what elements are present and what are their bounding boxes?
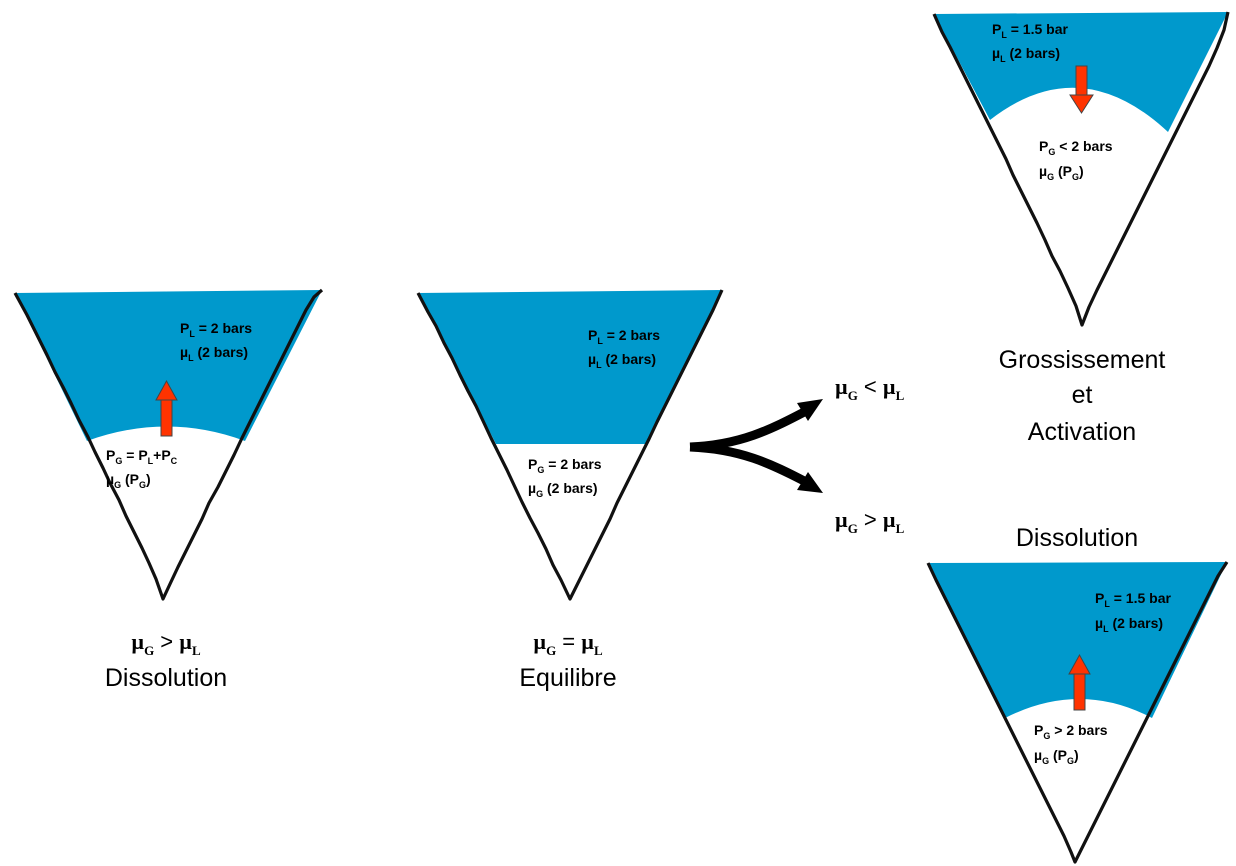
caption-potential-left: µG > µL <box>131 629 201 658</box>
caption-middle: Equilibre <box>519 664 616 692</box>
cone-left: PL = 2 bars µL (2 bars) PG = PL+PC µG (P… <box>15 290 322 692</box>
liquid-fill-middle <box>418 290 722 444</box>
branch-label-upper: µG < µL <box>835 374 905 403</box>
caption-top-right-line-3: Activation <box>1028 418 1136 446</box>
gas-potential-label-bottom-right: µG (PG) <box>1034 747 1079 766</box>
gas-pressure-label-middle: PG = 2 bars <box>528 456 602 475</box>
cone-middle: PL = 2 bars µL (2 bars) PG = 2 bars µG (… <box>418 290 722 692</box>
gas-potential-label-top-right: µG (PG) <box>1039 163 1084 182</box>
caption-potential-middle: µG = µL <box>533 629 603 658</box>
branch-arrow <box>690 399 823 493</box>
cone-top-right: PL = 1.5 bar µL (2 bars) PG < 2 bars µG … <box>934 12 1228 446</box>
caption-top-right-line-1: Grossissement <box>999 346 1166 374</box>
branch-label-lower: µG > µL <box>835 507 905 536</box>
caption-bottom-right: Dissolution <box>1016 524 1138 552</box>
gas-pressure-label-bottom-right: PG > 2 bars <box>1034 722 1108 741</box>
caption-left: Dissolution <box>105 664 227 692</box>
cone-bottom-right: Dissolution PL = 1.5 bar µL (2 bars) PG … <box>928 524 1227 862</box>
gas-potential-label-middle: µG (2 bars) <box>528 480 598 499</box>
gas-pressure-label-top-right: PG < 2 bars <box>1039 138 1113 157</box>
caption-top-right-line-2: et <box>1072 381 1093 409</box>
gas-pressure-label-left: PG = PL+PC <box>106 447 178 466</box>
